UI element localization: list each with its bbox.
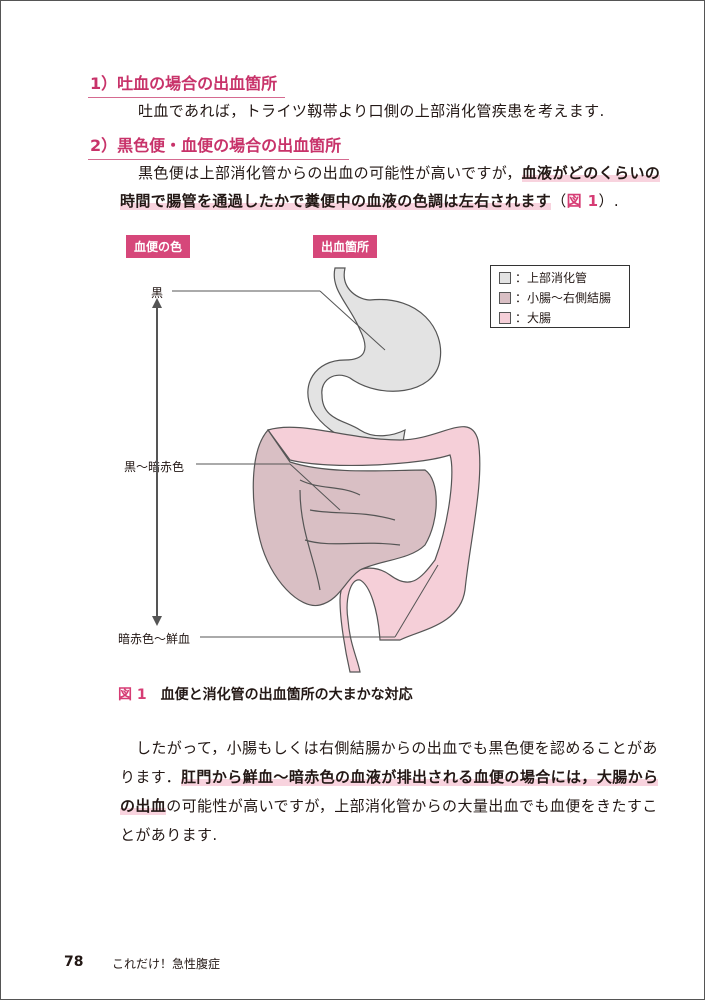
- label-black: 黒: [151, 286, 164, 300]
- caption-text: 血便と消化管の出血箇所の大まかな対応: [160, 687, 413, 703]
- emphasis: 時間で腸管を通過したかで糞便中の血液の色調は左右されます: [120, 192, 552, 210]
- emphasis: 血液がどのくらいの: [521, 164, 661, 182]
- gi-tract-illustration: [152, 267, 481, 673]
- legend-label: ：大腸: [515, 311, 552, 325]
- tag-stool-color: 血便の色: [126, 235, 191, 258]
- para2-line2: ります．肛門から鮮血～暗赤色の血液が排出される血便の場合には，大腸から: [120, 766, 659, 787]
- page-number: 78: [64, 954, 84, 970]
- swatch-small-intestine: [499, 291, 511, 304]
- section2-line1: 黒色便は上部消化管からの出血の可能性が高いですが，血液がどのくらいの: [138, 162, 661, 183]
- text: ります．: [120, 768, 182, 786]
- legend-label: ：上部消化管: [515, 271, 588, 285]
- running-footer-title: これだけ！急性腹症: [112, 957, 221, 971]
- legend-item: ：上部消化管: [499, 269, 629, 286]
- legend-item: ：大腸: [499, 309, 629, 326]
- label-dark-red-fresh: 暗赤色～鮮血: [118, 632, 191, 646]
- section1-body: 吐血であれば，トライツ靱帯より口側の上部消化管疾患を考えます.: [138, 102, 605, 120]
- text: の可能性が高いですが，上部消化管からの大量出血でも血便をきたすこ: [166, 797, 658, 815]
- tag-bleeding-site: 出血箇所: [313, 235, 378, 258]
- leader-lines: [172, 290, 439, 638]
- legend-label: ：小腸～右側結腸: [515, 291, 612, 305]
- emphasis: 肛門から鮮血～暗赤色の血液が排出される血便の場合には，大腸から: [181, 768, 659, 786]
- swatch-large-intestine: [499, 311, 511, 324]
- stomach: [307, 267, 442, 452]
- figure-caption: 図 1 血便と消化管の出血箇所の大まかな対応: [118, 684, 413, 704]
- large-intestine: [267, 426, 481, 673]
- figure-reference[interactable]: 図 1: [566, 192, 599, 210]
- emphasis: の出血: [120, 797, 167, 815]
- swatch-upper-gi: [499, 271, 511, 284]
- color-arrow: [152, 298, 162, 626]
- para2-line1: したがって，小腸もしくは右側結腸からの出血でも黒色便を認めることがあ: [136, 739, 658, 757]
- legend-item: ：小腸～右側結腸: [499, 289, 629, 306]
- section-heading-2: 2）黒色便・血便の場合の出血箇所: [88, 132, 350, 160]
- label-black-dark-red: 黒～暗赤色: [124, 460, 185, 474]
- legend: ：上部消化管 ：小腸～右側結腸 ：大腸: [490, 265, 630, 328]
- section2-line2: 時間で腸管を通過したかで糞便中の血液の色調は左右されます（図 1）.: [120, 190, 619, 211]
- paren: （: [551, 192, 567, 210]
- para2-line4: とがあります.: [120, 826, 218, 844]
- small-intestine: [252, 429, 437, 607]
- para2-line3: の出血の可能性が高いですが，上部消化管からの大量出血でも血便をきたすこ: [120, 795, 658, 816]
- caption-number: 図 1: [118, 687, 147, 703]
- text: 黒色便は上部消化管からの出血の可能性が高いですが，: [138, 164, 522, 182]
- paren: ）.: [598, 192, 620, 210]
- section-heading-1: 1）吐血の場合の出血箇所: [88, 70, 286, 98]
